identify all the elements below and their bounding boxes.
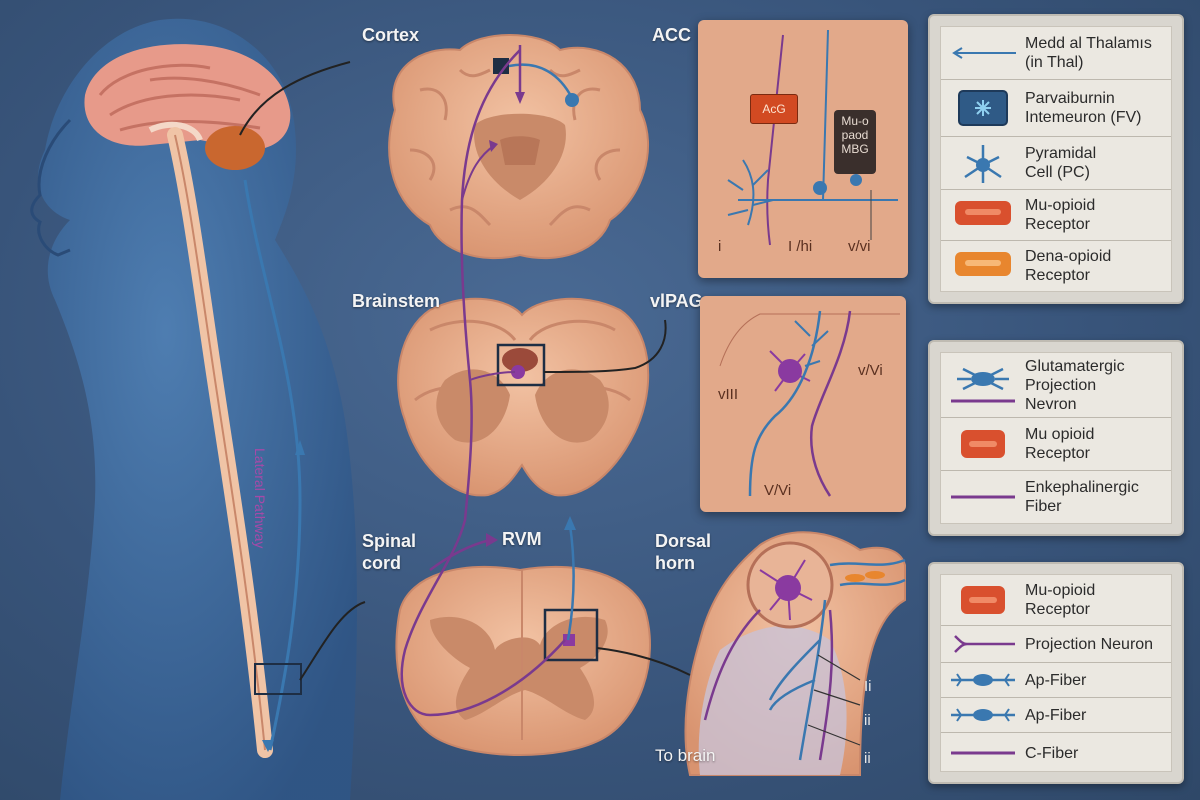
face-profile <box>30 118 72 257</box>
cortex-section <box>388 34 649 260</box>
legend-cortex: Medd al Thalamıs (in Thal) Parvaiburnin … <box>928 14 1184 304</box>
legend2-row-mu: Mu opioid Receptor <box>941 418 1171 471</box>
pag-label-left: vIII <box>718 386 739 403</box>
label-spinal-cord: Spinal cord <box>362 531 417 573</box>
label-vlpag: vlPAG <box>650 291 703 311</box>
legend3-text-mu: Mu-opioid Receptor <box>1025 582 1096 618</box>
spinal-cord-section <box>395 566 651 756</box>
legend1-text-pyramidal: Pyramidal Cell (PC) <box>1025 145 1097 181</box>
legend1-row-thalamus: Medd al Thalamıs (in Thal) <box>941 27 1171 80</box>
legend3-row-ab2: Ap-Fiber <box>941 698 1171 733</box>
arrow-line-icon <box>952 47 1016 59</box>
legend2-row-enkephalinergic: Enkephalinergic Fiber <box>941 471 1171 523</box>
label-acc: ACC <box>652 25 691 45</box>
label-to-brain: To brain <box>655 746 716 765</box>
legend-spinal: Mu-opioid Receptor Projection Neuron Ap-… <box>928 562 1184 784</box>
legend3-row-mu: Mu-opioid Receptor <box>941 575 1171 626</box>
legend1-text-thalamus: Medd al Thalamıs (in Thal) <box>1025 35 1152 71</box>
dh-lamina-1: Ii <box>864 678 872 695</box>
dorsal-horn-panel <box>684 531 906 776</box>
pag-panel-drawing <box>719 310 900 497</box>
c-fiber-icon <box>951 751 1015 755</box>
legend1-row-pv: Parvaiburnin Intemeuron (FV) <box>941 80 1171 137</box>
mu-receptor-icon <box>955 201 1011 225</box>
mu-receptor-icon <box>961 586 1005 614</box>
label-rvm: RVM <box>502 529 542 549</box>
legend1-row-delta: Dena-opioid Receptor <box>941 241 1171 291</box>
ab-fiber-icon <box>951 673 1015 687</box>
legend2-text-mu: Mu opioid Receptor <box>1025 426 1095 462</box>
legend1-text-delta: Dena-opioid Receptor <box>1025 248 1112 284</box>
acc-panel-drawing <box>727 29 898 246</box>
glutamatergic-neuron-icon <box>951 367 1015 403</box>
legend3-text-ab1: Ap-Fiber <box>1025 671 1087 689</box>
pag-panel: vIII v/Vi V/Vi <box>700 296 906 512</box>
label-cortex: Cortex <box>362 25 420 45</box>
legend1-row-mu: Mu-opioid Receptor <box>941 190 1171 241</box>
body-silhouette <box>38 18 357 800</box>
label-dorsal-horn: Dorsal horn <box>655 531 712 573</box>
ascending-blue-fiber <box>566 524 575 641</box>
acc-box-mu-opioid: Mu-o paod MBG <box>834 110 876 174</box>
enkephalinergic-fiber-icon <box>951 495 1015 499</box>
pag-label-right: v/Vi <box>858 362 883 379</box>
pag-label-bottom: V/Vi <box>764 482 792 499</box>
legend3-text-c: C-Fiber <box>1025 744 1079 762</box>
brainstem-section <box>397 297 650 497</box>
legend2-text-enkephalinergic: Enkephalinergic Fiber <box>1025 479 1139 515</box>
projection-neuron-icon <box>954 635 1015 653</box>
acc-panel: AcG Mu-o paod MBG i I /hi v/vi <box>698 20 908 278</box>
legend-brainstem: Glutamatergic Projection Nevron Mu opioi… <box>928 340 1184 536</box>
label-body-vertical: Lateral Pathway <box>252 448 268 549</box>
legend1-row-pyramidal: Pyramidal Cell (PC) <box>941 137 1171 190</box>
acc-lamina-3: v/vi <box>848 238 871 255</box>
label-brainstem: Brainstem <box>352 291 441 311</box>
ab-fiber-icon <box>951 708 1015 722</box>
dh-lamina-3: ii <box>864 750 871 767</box>
mu-receptor-icon <box>961 430 1005 458</box>
legend1-text-pv: Parvaiburnin Intemeuron (FV) <box>1025 90 1142 126</box>
dh-lamina-2: ii <box>864 712 871 729</box>
pyramidal-cell-icon <box>964 145 1002 183</box>
legend3-row-ab1: Ap-Fiber <box>941 663 1171 698</box>
legend1-text-mu: Mu-opioid Receptor <box>1025 197 1096 233</box>
delta-receptor-icon <box>955 252 1011 276</box>
legend3-text-projection: Projection Neuron <box>1025 635 1154 653</box>
brain-in-head <box>84 44 291 170</box>
ascending-fiber-body <box>243 179 302 751</box>
acc-lamina-1: i <box>718 238 722 255</box>
legend3-row-c: C-Fiber <box>941 733 1171 773</box>
acc-lamina-2: I /hi <box>788 238 813 255</box>
acc-box-acg: AcG <box>750 94 798 124</box>
legend3-row-projection: Projection Neuron <box>941 626 1171 663</box>
legend2-row-glutamatergic: Glutamatergic Projection Nevron <box>941 353 1171 418</box>
legend2-text-glutamatergic: Glutamatergic Projection Nevron <box>1025 357 1125 413</box>
legend3-text-ab2: Ap-Fiber <box>1025 706 1087 724</box>
pv-interneuron-icon <box>958 90 1008 126</box>
